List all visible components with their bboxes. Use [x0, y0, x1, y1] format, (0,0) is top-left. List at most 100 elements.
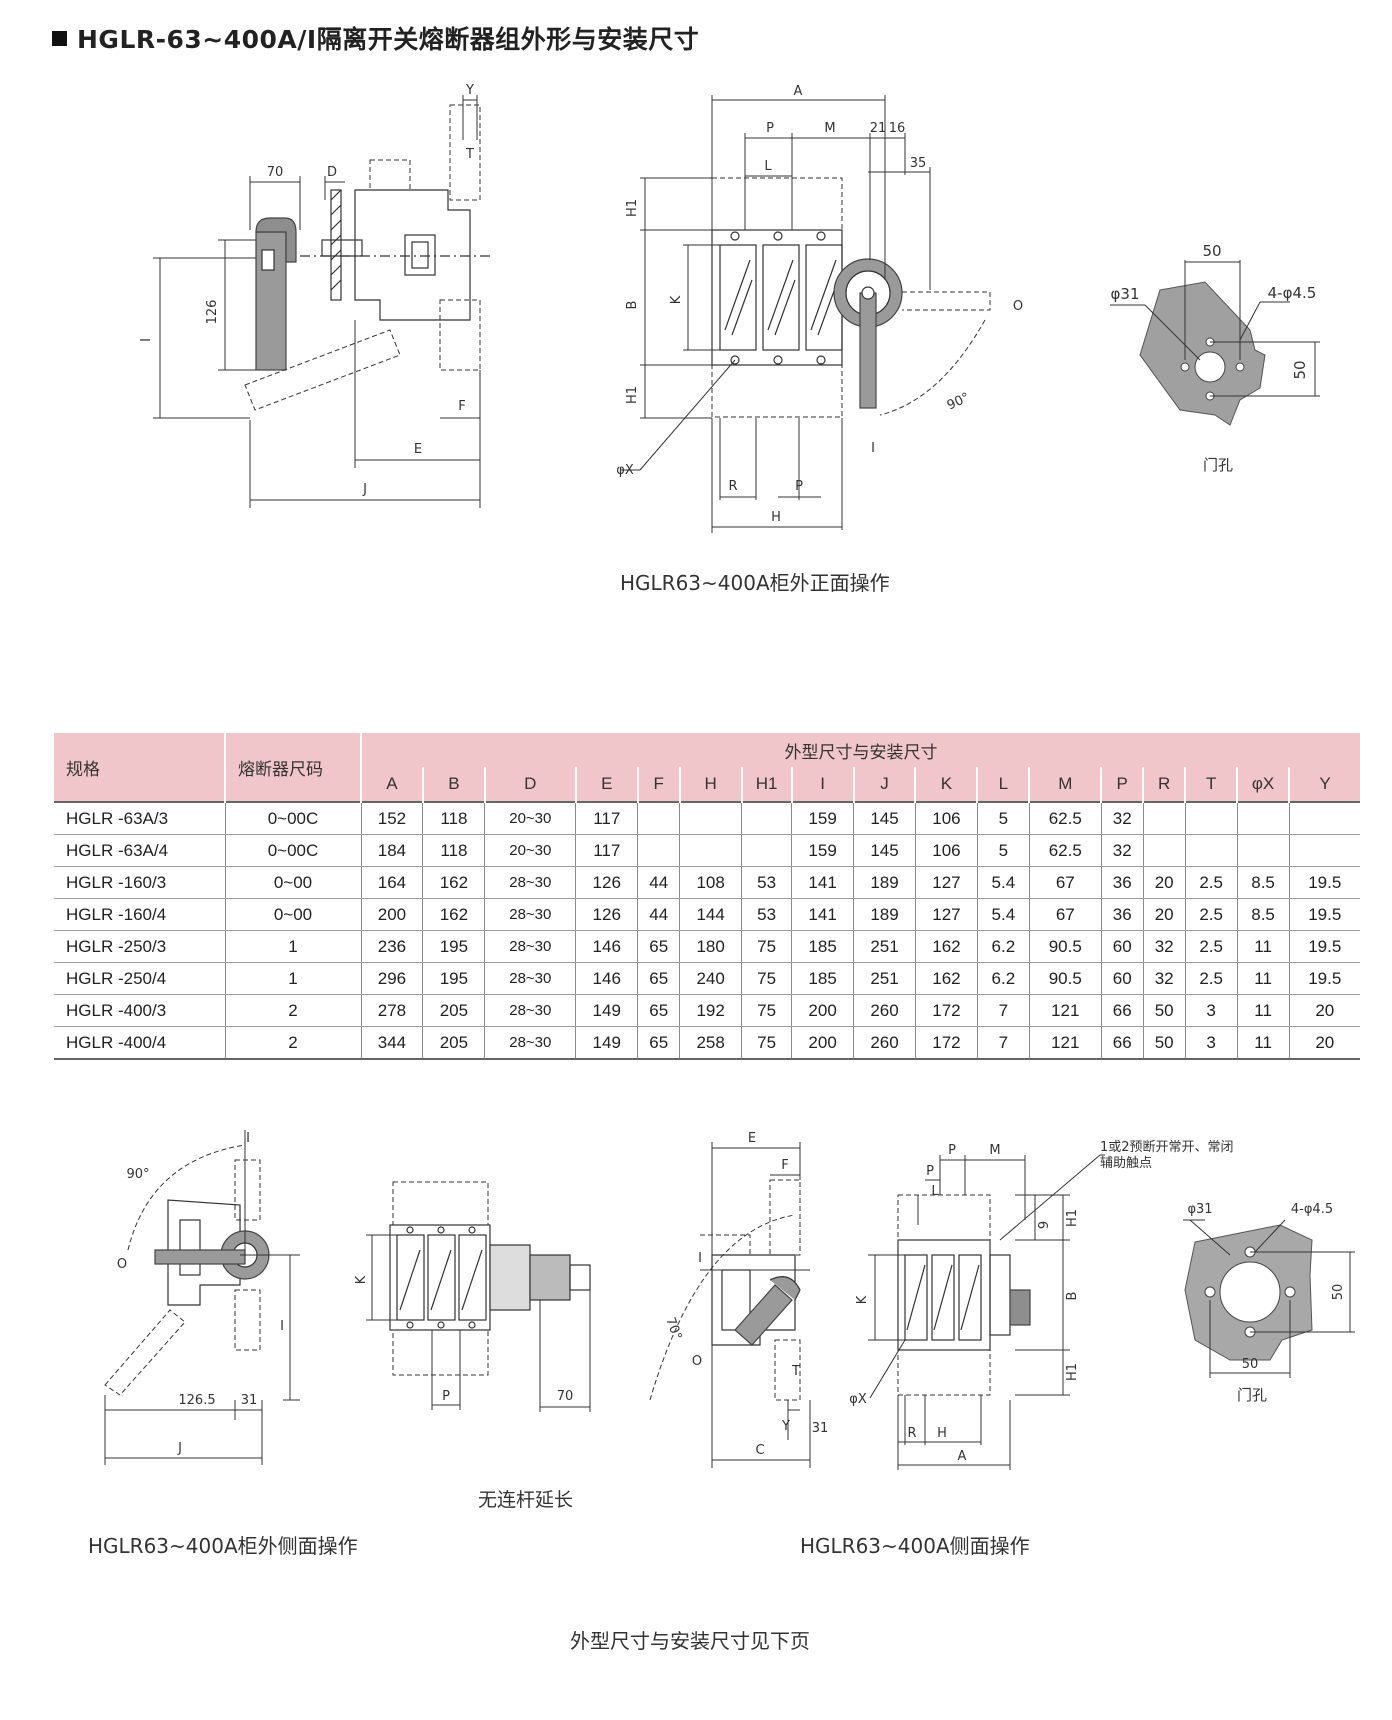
cell-value: 127 [914, 866, 978, 899]
drawing2-left-caption: HGLR63~400A柜外侧面操作 [88, 1534, 358, 1558]
cell-value [1142, 801, 1186, 835]
cell-value: 121 [1028, 994, 1102, 1027]
cell-value: 53 [741, 898, 792, 931]
nolink-dim-70: 70 [557, 1389, 574, 1404]
cell-value: 6.2 [976, 930, 1030, 963]
dim-126-label: 126 [205, 300, 220, 325]
door-dim-50-top: 50 [1202, 242, 1221, 260]
left-O-label: O [117, 1257, 127, 1272]
cell-value: 189 [853, 898, 916, 931]
cell-fuse: 0~00C [224, 801, 361, 835]
dim-P-label: P [766, 121, 774, 136]
cell-value: 36 [1100, 898, 1144, 931]
cell-spec: HGLR -160/3 [54, 866, 225, 899]
cell-value: 2.5 [1184, 930, 1238, 963]
cell-value: 185 [791, 930, 854, 963]
header-dim-col: F [636, 767, 680, 802]
cell-spec: HGLR -63A/4 [54, 834, 225, 867]
cell-value: 7 [976, 994, 1030, 1027]
cell-value: 32 [1100, 834, 1144, 867]
cell-value: 62.5 [1028, 801, 1102, 835]
cell-fuse: 2 [224, 994, 361, 1027]
cell-value: 5 [976, 834, 1030, 867]
cell-spec: HGLR -63A/3 [54, 801, 225, 835]
cell-value: 106 [914, 801, 978, 835]
cell-value: 118 [422, 801, 485, 835]
cell-value: 2.5 [1184, 898, 1238, 931]
title-text: HGLR-63~400A/I隔离开关熔断器组外形与安装尺寸 [77, 25, 700, 54]
header-dim-col: H [678, 767, 742, 802]
cell-value: 5.4 [976, 866, 1030, 899]
cell-value: 20~30 [484, 801, 576, 835]
header-dim-col: E [574, 767, 638, 802]
door2-holes-label: 4-φ4.5 [1291, 1202, 1333, 1217]
dim-21-label: 21 [870, 121, 887, 136]
cell-value: 146 [575, 930, 638, 963]
right-dim-R: R [907, 1426, 916, 1441]
cell-value: 66 [1100, 994, 1144, 1027]
cell-value: 20 [1288, 1026, 1360, 1060]
cell-value: 106 [914, 834, 978, 867]
right-dim-P2: P [926, 1164, 934, 1179]
cell-value: 296 [360, 962, 423, 995]
cell-value: 28~30 [484, 930, 576, 963]
cell-spec: HGLR -160/4 [54, 898, 225, 931]
header-dim-col: φX [1236, 767, 1290, 802]
cell-value: 251 [853, 962, 916, 995]
cell-value: 240 [679, 962, 742, 995]
cell-value: 118 [422, 834, 485, 867]
dim-16-label: 16 [889, 121, 906, 136]
cell-value: 75 [741, 930, 792, 963]
cell-value: 32 [1142, 962, 1186, 995]
cell-value: 8.5 [1236, 898, 1290, 931]
dim-M-label: M [824, 121, 835, 136]
right-dim-L: L [931, 1184, 939, 1199]
cell-value: 162 [422, 898, 485, 931]
cell-value: 75 [741, 962, 792, 995]
right-O-label: O [692, 1354, 702, 1369]
cell-value: 44 [637, 866, 680, 899]
cell-value: 3 [1184, 994, 1238, 1027]
cell-value: 32 [1142, 930, 1186, 963]
right-dim-C: C [755, 1443, 764, 1458]
cell-spec: HGLR -400/4 [54, 1026, 225, 1060]
cell-value: 162 [422, 866, 485, 899]
door2-dim-50-horizontal: 50 [1242, 1357, 1259, 1372]
door-phi31-label: φ31 [1111, 285, 1140, 303]
cell-value: 205 [422, 1026, 485, 1060]
right-dim-K: K [855, 1295, 870, 1304]
header-dim-col: L [976, 767, 1030, 802]
cell-value [1288, 834, 1360, 867]
cell-value: 126 [575, 898, 638, 931]
cell-value: 195 [422, 962, 485, 995]
cell-value [741, 834, 792, 867]
header-dim-col: A [360, 767, 423, 802]
right-dim-H1-bottom: H1 [1065, 1363, 1080, 1381]
cell-value: 144 [679, 898, 742, 931]
cell-value: 44 [637, 898, 680, 931]
drawing2-right-caption: HGLR63~400A侧面操作 [800, 1534, 1030, 1558]
right-dim-9: 9 [1037, 1221, 1052, 1229]
dim-F-label: F [458, 399, 465, 414]
cell-value: 65 [637, 962, 680, 995]
header-dim-col: I [790, 767, 854, 802]
door-holes-label: 4-φ4.5 [1268, 284, 1317, 302]
cell-value: 205 [422, 994, 485, 1027]
cell-value: 260 [853, 994, 916, 1027]
cell-value: 162 [914, 962, 978, 995]
cell-value: 75 [741, 1026, 792, 1060]
dim-phiX-label: φX [616, 463, 634, 478]
cell-value: 67 [1028, 898, 1102, 931]
nolink-dim-P: P [442, 1389, 450, 1404]
cell-value: 172 [914, 1026, 978, 1060]
cell-value: 60 [1100, 930, 1144, 963]
